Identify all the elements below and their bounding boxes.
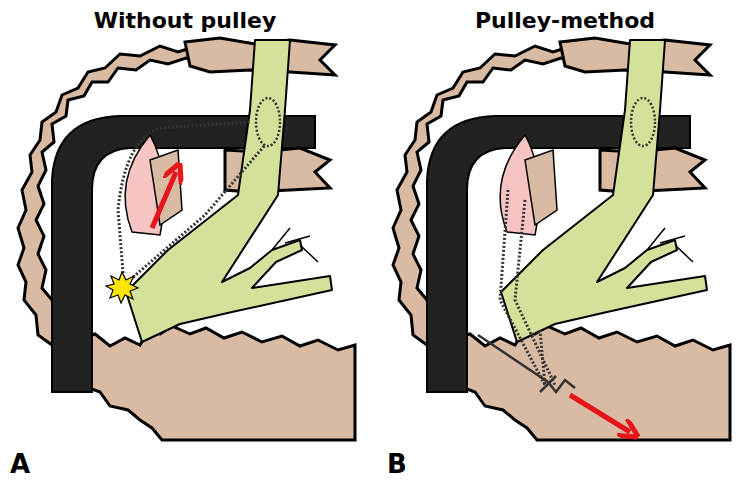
scope-path xyxy=(118,122,250,285)
panel-letter: A xyxy=(10,449,30,479)
force-arrow xyxy=(152,172,176,228)
traction-arrow xyxy=(570,395,630,432)
pulley-clip xyxy=(478,335,575,392)
panel-a-anatomy xyxy=(18,38,355,440)
injury-star xyxy=(106,272,138,303)
panel-title: Pulley-method xyxy=(475,8,655,33)
panel-b-anatomy xyxy=(393,38,730,440)
panel-title: Without pulley xyxy=(94,8,277,33)
scope-path xyxy=(124,145,265,285)
panel-letter: B xyxy=(387,449,407,479)
scope-path xyxy=(515,200,555,385)
